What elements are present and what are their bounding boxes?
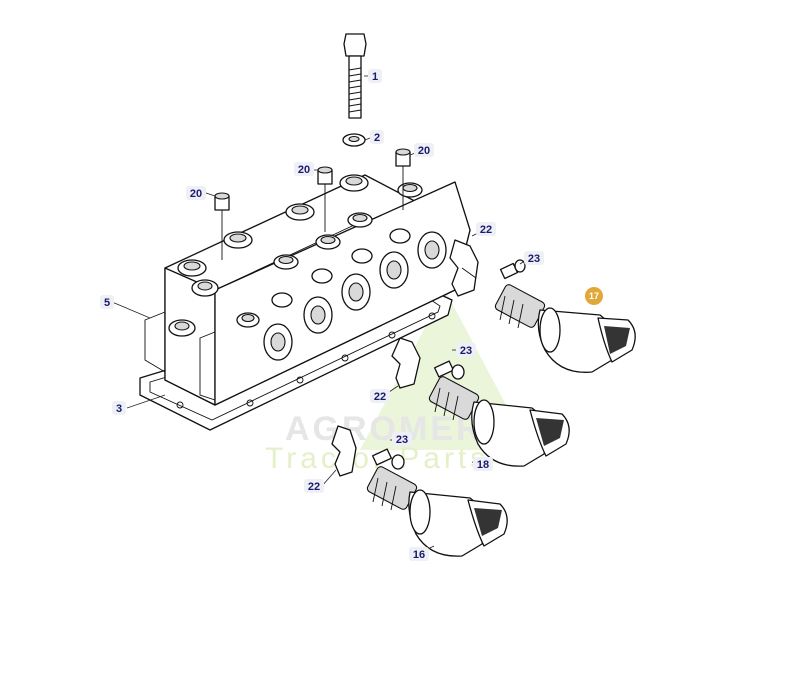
svg-text:2: 2 [374,132,380,144]
callout-20-c[interactable]: 20 [414,143,434,157]
svg-text:3: 3 [116,403,122,415]
bracket-upper [449,239,479,297]
callout-5[interactable]: 5 [100,295,114,309]
callout-1[interactable]: 1 [368,69,382,83]
svg-text:23: 23 [396,434,408,446]
svg-text:5: 5 [104,297,110,309]
callout-18[interactable]: 18 [473,457,493,471]
callout-23-c[interactable]: 23 [392,432,412,446]
callout-22-a[interactable]: 22 [476,222,496,236]
callout-23-a[interactable]: 23 [524,251,544,265]
svg-text:22: 22 [480,224,492,236]
svg-text:23: 23 [460,345,472,357]
solenoid-valve-18 [428,376,570,467]
svg-text:16: 16 [413,549,425,561]
svg-text:20: 20 [190,188,202,200]
svg-text:23: 23 [528,253,540,265]
svg-text:22: 22 [308,481,320,493]
callouts: 1 2 20 20 20 22 23 17 [100,69,603,561]
svg-text:1: 1 [372,71,378,83]
svg-text:17: 17 [589,291,599,301]
callout-20-b[interactable]: 20 [294,162,314,176]
callout-20-a[interactable]: 20 [186,186,206,200]
screw-upper [499,259,526,280]
callout-3[interactable]: 3 [112,401,126,415]
solenoid-valve-17 [494,284,636,373]
svg-text:20: 20 [298,164,310,176]
screw-middle [433,360,465,380]
plug-c [395,148,411,210]
bolt [343,33,367,119]
callout-17-highlighted[interactable]: 17 [585,287,603,305]
svg-text:20: 20 [418,145,430,157]
callout-22-c[interactable]: 22 [304,479,324,493]
solenoid-valve-16 [366,466,508,557]
watermark-line1: AGROMER [285,410,484,448]
callout-22-b[interactable]: 22 [370,389,390,403]
bracket-lower [331,425,357,477]
washer [342,133,366,147]
screw-lower [371,448,405,470]
svg-text:22: 22 [374,391,386,403]
callout-23-b[interactable]: 23 [456,343,476,357]
valve-body-housing [144,174,471,406]
callout-2[interactable]: 2 [370,130,384,144]
bracket-middle [391,337,421,389]
svg-text:18: 18 [477,459,489,471]
callout-16[interactable]: 16 [409,547,429,561]
